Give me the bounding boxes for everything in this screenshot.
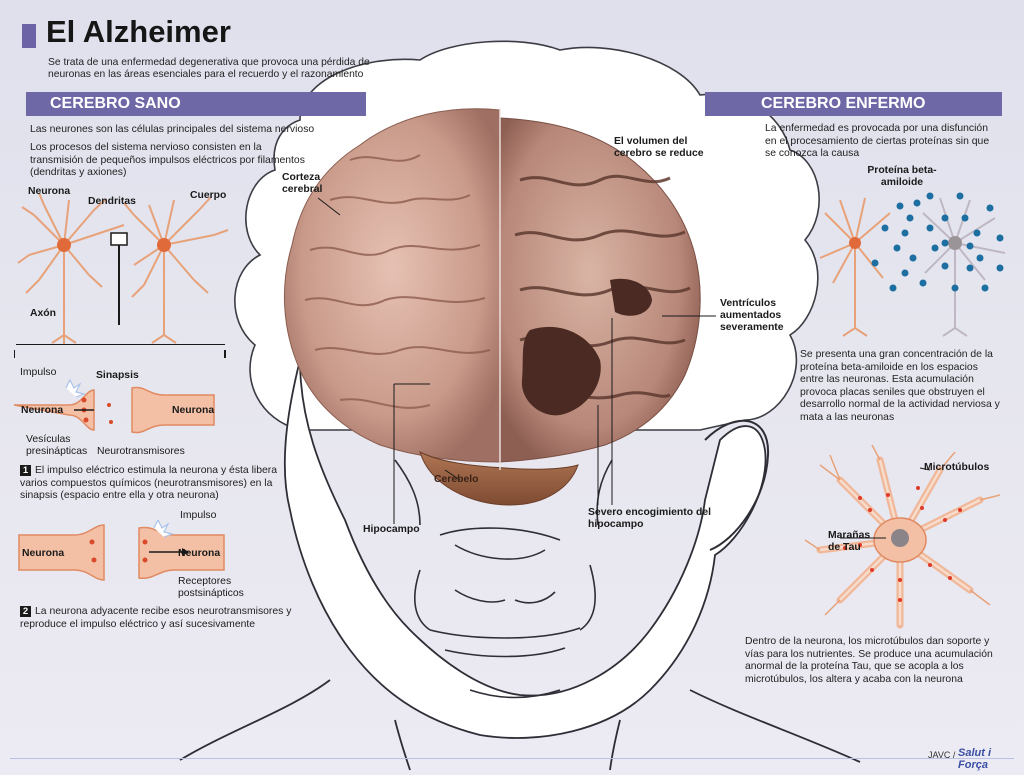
step-2-text: La neurona adyacente recibe esos neurotr… — [20, 606, 292, 630]
healthy-neurons-illustration — [16, 192, 229, 345]
page-title: El Alzheimer — [46, 14, 231, 49]
title-accent-bar — [22, 24, 36, 48]
step-2-number: 2 — [20, 606, 31, 617]
ear-outline — [704, 419, 770, 551]
ventricles — [521, 278, 652, 416]
label-vesiculas: Vesículas presinápticas — [26, 434, 88, 457]
label-neurona-syn-left: Neurona — [21, 405, 64, 416]
label-neurona-step2-left: Neurona — [22, 548, 65, 559]
left-para2: Los procesos del sistema nervioso consis… — [30, 142, 305, 178]
label-neurona-step2-right: Neurona — [178, 548, 221, 559]
synapse-diagram — [14, 350, 226, 434]
band-cerebro-enfermo: CEREBRO ENFERMO — [705, 92, 1002, 116]
gyri-left — [304, 154, 491, 409]
right-para3: Dentro de la neurona, los microtúbulos d… — [745, 636, 993, 685]
band-cerebro-sano: CEREBRO SANO — [26, 92, 366, 116]
label-cerebelo: Cerebelo — [434, 474, 479, 485]
step-1-text: El impulso eléctrico estimula la neurona… — [20, 465, 277, 501]
shoulders-outline — [179, 679, 861, 771]
footer-divider — [10, 758, 1014, 759]
label-corteza: Corteza cerebral — [282, 172, 323, 195]
step-1-number: 1 — [20, 465, 31, 476]
left-para1: Las neurones son las células principales… — [30, 124, 315, 135]
label-proteina: Proteína beta-amiloide — [867, 165, 937, 188]
label-neurona-syn-right: Neurona — [172, 405, 215, 416]
transmission-diagram — [18, 520, 225, 581]
label-impulso-2: Impulso — [180, 510, 217, 521]
face-lines — [394, 459, 613, 699]
credit-brand: Salut i Força — [958, 747, 992, 771]
label-impulso-1: Impulso — [20, 367, 57, 378]
credit-author: JAVC / — [928, 750, 956, 760]
right-para2: Se presenta una gran concentración de la… — [800, 349, 1000, 423]
label-neurotransmisores: Neurotransmisores — [97, 446, 185, 457]
label-hipocampo: Hipocampo — [363, 524, 420, 535]
tau-neuron-illustration — [804, 444, 1001, 629]
label-cuerpo: Cuerpo — [190, 190, 227, 201]
label-ventriculos: Ventrículos aumentados severamente — [720, 298, 784, 333]
right-para1: La enfermedad es provocada por una disfu… — [765, 123, 990, 159]
page-subtitle: Se trata de una enfermedad degenerativa … — [48, 57, 370, 80]
label-receptores: Receptores postsinápticos — [178, 576, 244, 599]
label-neurona: Neurona — [28, 186, 71, 197]
label-encogimiento: Severo encogimiento del hipocampo — [588, 507, 711, 530]
label-volumen: El volumen del cerebro se reduce — [614, 136, 704, 159]
amyloid-neurons-illustration — [819, 192, 1006, 337]
label-maranas: Marañas de Tau — [828, 530, 871, 553]
leader-lines — [317, 197, 716, 524]
face-outline — [283, 359, 767, 739]
label-microtubulos: Microtúbulos — [924, 462, 990, 473]
label-dendritas: Dendritas — [88, 196, 136, 207]
label-axon: Axón — [30, 308, 56, 319]
cerebellum — [419, 451, 579, 506]
label-sinapsis: Sinapsis — [96, 370, 139, 381]
